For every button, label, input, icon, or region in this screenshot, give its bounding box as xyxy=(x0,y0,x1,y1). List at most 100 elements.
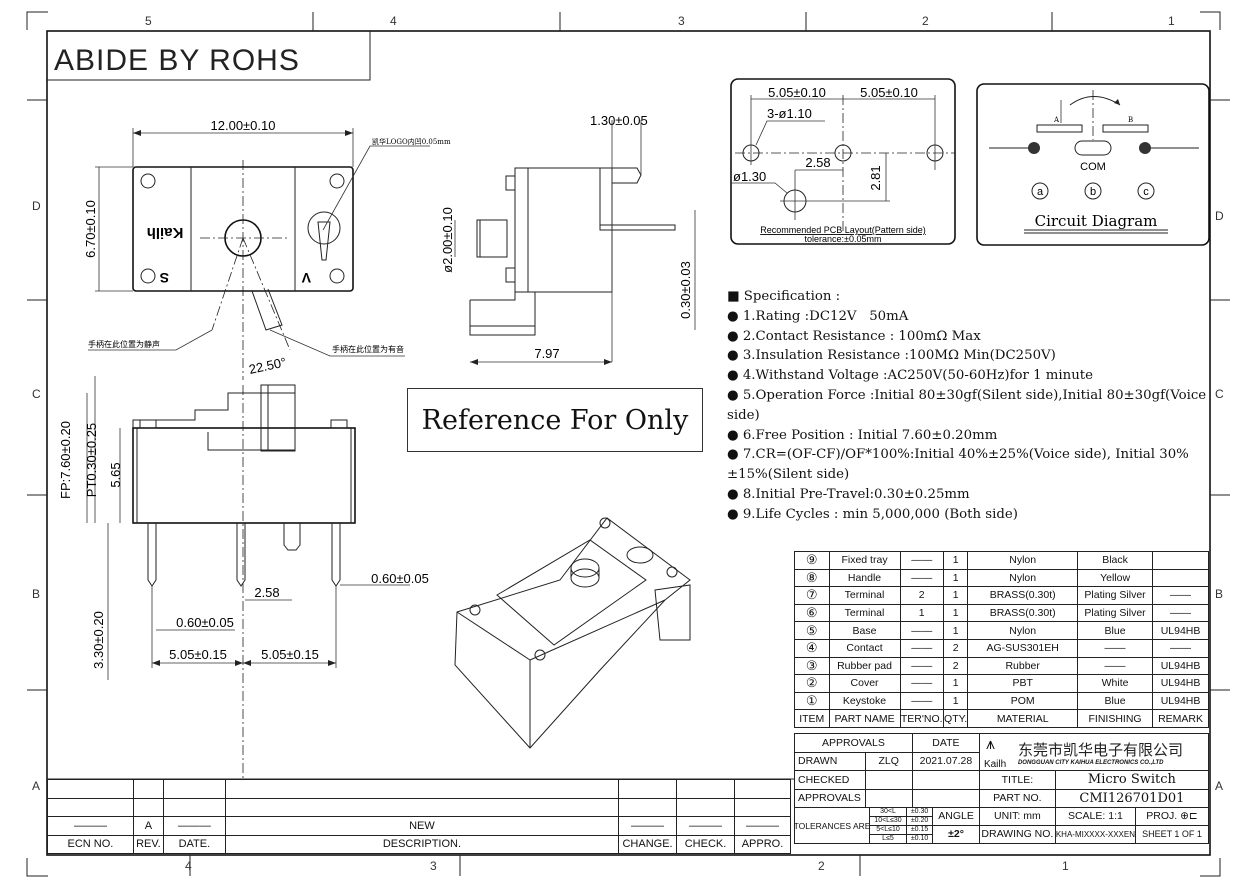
depth-dimension: 7.97 xyxy=(534,346,559,361)
corner-mark xyxy=(1200,858,1221,877)
pcb-layout: 5.05±0.10 5.05±0.10 3-ø1.10 2.58 2.81 ø1… xyxy=(730,78,956,245)
unit-label: UNIT: mm xyxy=(980,809,1055,826)
revision-row: ——— A ——— NEW ——— ——— ——— xyxy=(47,816,792,836)
bom-cell-item: ⑤ xyxy=(794,621,830,640)
bom-cell-ter: —— xyxy=(899,638,944,658)
bom-cell-qty: 1 xyxy=(942,568,969,588)
bom-cell-material: BRASS(0.30t) xyxy=(967,586,1078,605)
bom-header: QTY. xyxy=(942,709,969,728)
voice-note: 手柄在此位置为有音 xyxy=(332,344,404,354)
logo-note: 凯华LOGO内凹0.05mm xyxy=(372,137,451,146)
spec-title-text: Specification : xyxy=(743,289,841,304)
bom-cell-remark: UL94HB xyxy=(1152,656,1209,676)
bom-cell-ter: 2 xyxy=(899,586,944,605)
rev-header: REV. xyxy=(132,834,164,854)
contact-a-label: A xyxy=(1053,116,1060,124)
title-value: Micro Switch xyxy=(1054,770,1210,790)
reference-stamp: Reference For Only xyxy=(407,388,703,452)
checked-date xyxy=(911,770,980,790)
spec-item-text: 7.CR=(OF-CF)/OF*100%:Initial 40%±25%(Voi… xyxy=(727,447,1189,483)
zone-ticks xyxy=(27,12,1230,876)
bom-cell-item: ⑦ xyxy=(794,586,830,605)
pcb-peg-diameter: ø1.30 xyxy=(733,169,766,184)
tolerance-range: 5<L≤10 xyxy=(870,826,906,835)
bom-header: PART NAME xyxy=(828,709,901,728)
pin-width-left-dimension: 0.60±0.05 xyxy=(176,615,234,630)
bom-cell-name: Base xyxy=(828,621,901,640)
bom-cell-material: Nylon xyxy=(967,551,1078,570)
zone-label-right: D xyxy=(1215,209,1224,223)
pin-width-right-dimension: 0.60±0.05 xyxy=(371,571,429,586)
drawing-border xyxy=(46,30,1211,856)
bom-cell-remark: UL94HB xyxy=(1152,674,1209,693)
bom-cell-material: Nylon xyxy=(967,568,1078,588)
tolerance-table: TOLERANCES ARE 30<L 10<L≤30 5<L≤10 L≤5 ±… xyxy=(793,807,934,844)
spec-item: ● 1.Rating :DC12V 50mA xyxy=(727,308,909,324)
top-dimension: 1.30±0.05 xyxy=(590,113,648,128)
bom-cell-item: ⑥ xyxy=(794,603,830,623)
bom-cell-finishing: —— xyxy=(1076,656,1154,676)
circuit-caption: Circuit Diagram xyxy=(1035,212,1158,230)
rev-date: ——— xyxy=(162,816,226,836)
rev-header: DESCRIPTION. xyxy=(224,834,620,854)
tolerance-value: ±0.10 xyxy=(910,835,929,842)
spec-item: ● 2.Contact Resistance : 100mΩ Max xyxy=(727,328,981,344)
projection-symbol-icon: ⊕⊏ xyxy=(1180,810,1198,822)
zone-label-top: 2 xyxy=(922,14,929,28)
bom-cell-item: ⑨ xyxy=(794,551,830,570)
zone-label-left: C xyxy=(32,387,41,401)
bom-cell-finishing: Plating Silver xyxy=(1076,603,1154,623)
bom-cell-item: ① xyxy=(794,691,830,711)
pitch-left-dimension: 5.05±0.15 xyxy=(169,647,227,662)
spec-item-text: 1.Rating :DC12V 50mA xyxy=(742,308,909,324)
free-position-dimension: FP:7.60±0.20 xyxy=(58,421,73,499)
bom-cell-ter: —— xyxy=(899,656,944,676)
zone-label-left: A xyxy=(32,779,40,793)
bom-cell-material: POM xyxy=(967,691,1078,711)
pretravel-dimension: PT0.30±0.25 xyxy=(84,423,99,497)
bom-header-row: ITEM PART NAME TER'NO. QTY. MATERIAL FIN… xyxy=(794,709,1209,728)
bom-cell-qty: 1 xyxy=(942,691,969,711)
spec-item-text: 4.Withstand Voltage :AC250V(50-60Hz)for … xyxy=(742,368,1093,384)
silent-letter: S xyxy=(160,270,169,286)
spec-item-text: 2.Contact Resistance : 100mΩ Max xyxy=(742,328,981,344)
pin-length-dimension: 3.30±0.20 xyxy=(91,611,106,669)
angle-cell: ANGLE ±2° xyxy=(932,807,980,844)
approvals-header: APPROVALS xyxy=(794,733,913,753)
bom-cell-finishing: Blue xyxy=(1076,691,1154,711)
bom-cell-qty: 2 xyxy=(942,656,969,676)
bom-cell-name: Rubber pad xyxy=(828,656,901,676)
drawn-date: 2021.07.28 xyxy=(911,751,980,771)
company-name-cn: 东莞市凯华电子有限公司 xyxy=(1017,740,1183,759)
bom-cell-finishing: —— xyxy=(1076,638,1154,658)
bom-cell-material: Nylon xyxy=(967,621,1078,640)
bom-cell-remark: UL94HB xyxy=(1152,621,1209,640)
thickness-dimension: 0.30±0.03 xyxy=(678,261,693,319)
bom-cell-remark xyxy=(1152,551,1209,570)
tolerances-label: TOLERANCES ARE xyxy=(796,808,870,843)
rev-description: NEW xyxy=(224,816,620,836)
spec-item: ● 7.CR=(OF-CF)/OF*100%:Initial 40%±25%(V… xyxy=(727,447,1189,483)
spec-item-text: 8.Initial Pre-Travel:0.30±0.25mm xyxy=(742,486,970,502)
bom-cell-qty: 1 xyxy=(942,603,969,623)
bom-cell-finishing: Plating Silver xyxy=(1076,586,1154,605)
pcb-hole-note: 3-ø1.10 xyxy=(767,106,812,121)
contact-b-label: B xyxy=(1128,116,1133,124)
bom-cell-name: Cover xyxy=(828,674,901,693)
bom-cell-qty: 1 xyxy=(942,551,969,570)
drawing-no-label: DRAWING NO. xyxy=(981,828,1054,840)
bom-cell-ter: 1 xyxy=(899,603,944,623)
bom-cell-name: Handle xyxy=(828,568,901,588)
isometric-view xyxy=(454,517,691,749)
rev-appro: ——— xyxy=(733,816,792,836)
spec-item: ● 8.Initial Pre-Travel:0.30±0.25mm xyxy=(727,486,970,502)
rohs-label: ABIDE BY ROHS xyxy=(54,44,300,77)
bom-cell-material: AG-SUS301EH xyxy=(967,638,1078,658)
bom-cell-finishing: Black xyxy=(1076,551,1154,570)
bom-cell-remark: —— xyxy=(1152,638,1209,658)
